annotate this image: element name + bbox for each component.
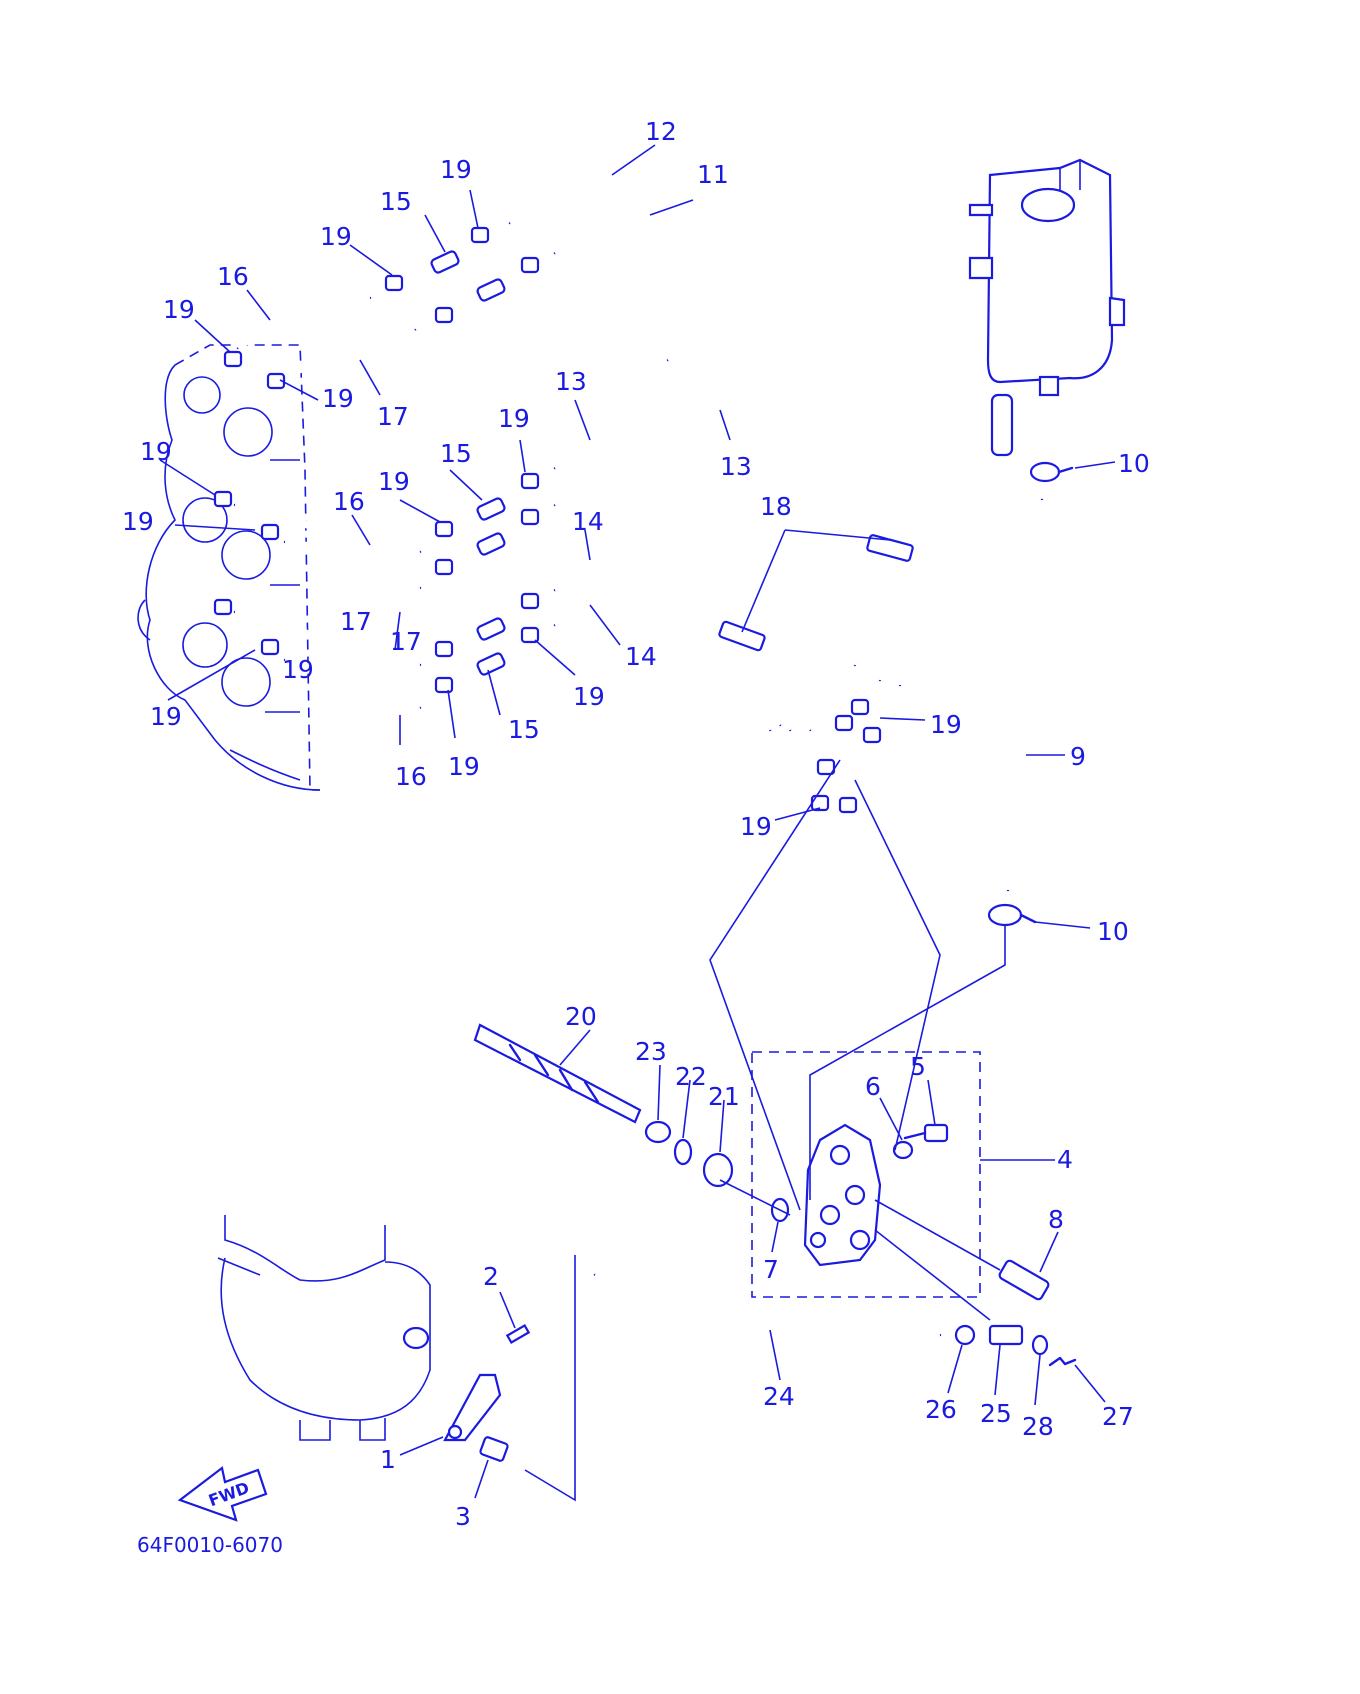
callout-10-b: 10	[1097, 917, 1129, 946]
callout-17-a: 17	[377, 402, 409, 431]
callout-19-i: 19	[150, 702, 182, 731]
callout-26: 26	[925, 1395, 957, 1424]
pin-27	[1048, 1356, 1077, 1367]
callout-28: 28	[1022, 1412, 1054, 1441]
callout-27: 27	[1102, 1402, 1134, 1431]
callout-18: 18	[760, 492, 792, 521]
callout-16-a: 16	[217, 262, 249, 291]
callout-20: 20	[565, 1002, 597, 1031]
callout-16-c: 16	[395, 762, 427, 791]
oil-seal-21	[702, 1152, 734, 1188]
forward-arrow-icon: FWD	[177, 1466, 268, 1522]
hose-9	[1002, 498, 1051, 892]
oil-tank	[968, 158, 1126, 457]
hose-clamp-18	[718, 534, 914, 652]
callout-15-a: 15	[380, 187, 412, 216]
cylinder-block-outline	[137, 344, 321, 791]
callout-25: 25	[980, 1399, 1012, 1428]
callout-8: 8	[1048, 1205, 1064, 1234]
callout-19-k: 19	[448, 752, 480, 781]
hose-24	[593, 1270, 942, 1340]
callout-19-g: 19	[378, 467, 410, 496]
bolt-5	[903, 1123, 949, 1143]
drawing-code: 64F0010-6070	[137, 1533, 283, 1557]
callout-19-d: 19	[322, 384, 354, 413]
callout-19-f: 19	[140, 437, 172, 466]
pump-assembly-box-4	[751, 1051, 981, 1298]
hose-16-17-set	[233, 294, 422, 714]
callout-6: 6	[865, 1072, 881, 1101]
callout-19-h: 19	[122, 507, 154, 536]
callout-21: 21	[708, 1082, 740, 1111]
lower-casing-outline	[217, 1215, 431, 1441]
fitting-25	[988, 1324, 1024, 1346]
callout-13-a: 13	[555, 367, 587, 396]
callout-15-c: 15	[508, 715, 540, 744]
callout-14-b: 14	[625, 642, 657, 671]
callout-7: 7	[763, 1255, 779, 1284]
oil-pump-4	[803, 1123, 882, 1267]
drive-gear-shaft-20	[473, 1023, 642, 1124]
callout-19-j: 19	[573, 682, 605, 711]
lever-1	[443, 1373, 502, 1442]
callout-4: 4	[1057, 1145, 1073, 1174]
hose-clamps-10	[987, 461, 1074, 927]
connection-leaders	[524, 759, 1006, 1502]
callout-9: 9	[1070, 742, 1086, 771]
callout-17-b: 17	[390, 627, 422, 656]
callout-19-c: 19	[163, 295, 195, 324]
long-oil-hoses	[507, 177, 910, 733]
callout-19-a: 19	[440, 155, 472, 184]
callout-16-b: 16	[333, 487, 365, 516]
callout-leaders	[159, 144, 1116, 1499]
callout-14-a: 14	[572, 507, 604, 536]
callout-19-m: 19	[740, 812, 772, 841]
callout-11: 11	[697, 160, 729, 189]
callout-13-b: 13	[720, 452, 752, 481]
nut-26	[954, 1324, 976, 1346]
callout-24: 24	[763, 1382, 795, 1411]
hose-clips-19	[213, 226, 882, 814]
callout-19-e: 19	[498, 404, 530, 433]
washer-28	[1031, 1334, 1049, 1356]
callout-10-a: 10	[1118, 449, 1150, 478]
callout-19-l: 19	[930, 710, 962, 739]
callout-22: 22	[675, 1062, 707, 1091]
callout-17-c: 17	[340, 607, 372, 636]
callout-15-b: 15	[440, 439, 472, 468]
joint-3	[479, 1436, 509, 1462]
callout-23: 23	[635, 1037, 667, 1066]
callout-5: 5	[910, 1052, 926, 1081]
callout-numbers: 12 11 19 15 19 16 19 19 17 13 19 13 19 1…	[122, 117, 1150, 1531]
callout-3: 3	[455, 1502, 471, 1531]
callout-19-b: 19	[320, 222, 352, 251]
callout-19-n: 19	[282, 655, 314, 684]
callout-1: 1	[380, 1445, 396, 1474]
callout-12: 12	[645, 117, 677, 146]
pin-2	[505, 1324, 531, 1344]
washer-6	[892, 1140, 914, 1160]
o-ring-22	[673, 1138, 693, 1166]
bushing-23	[644, 1120, 672, 1144]
check-valves-15	[430, 250, 506, 676]
fitting-8	[998, 1259, 1050, 1301]
callout-2: 2	[483, 1262, 499, 1291]
